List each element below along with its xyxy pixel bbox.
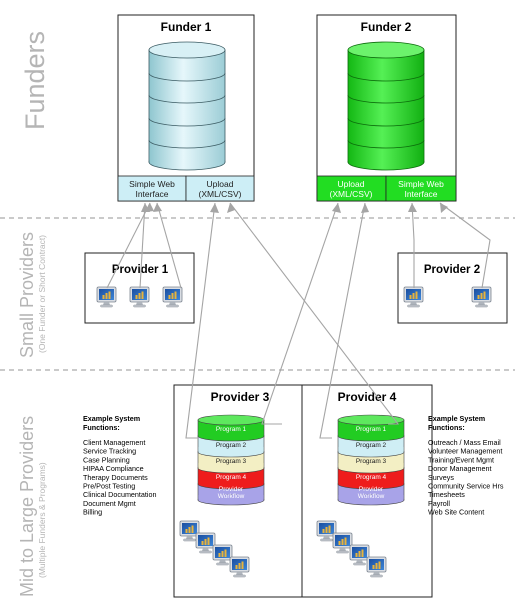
right_functions-item: Web Site Content: [428, 508, 484, 517]
provider4-program-label-1: Program 1: [356, 426, 387, 433]
right_functions-item: Volunteer Management: [428, 447, 502, 456]
provider-2-box: Provider 2: [397, 252, 508, 324]
funder-2-title: Funder 2: [361, 20, 412, 34]
right_functions-heading-2: Functions:: [428, 423, 465, 432]
provider-4-program-stack: Program 1 Program 2 Program 3 Program 4 Prov…: [337, 414, 405, 506]
left_functions-item: Client Management: [83, 438, 145, 447]
provider3-program-label-3: Program 3: [216, 458, 247, 465]
provider3-workflow-label-2: Workflow: [218, 493, 245, 500]
provider-3-program-stack: Program 1 Program 2 Program 3 Program 4 Prov…: [197, 414, 265, 506]
arrowhead-icon: [332, 203, 341, 213]
funder-1-box: Funder 1 Simple Web Interface Upload (XM…: [117, 14, 255, 202]
arrow-p2-b-to-funder2-web: [439, 202, 491, 289]
left_functions-item: Clinical Documentation: [83, 490, 157, 499]
arrow-p1-b-to-funder1-web: [139, 202, 146, 289]
arrowhead-icon: [227, 203, 235, 213]
arrowhead-icon: [440, 203, 448, 213]
provider3-stack-top: [197, 414, 265, 426]
small-providers-section-sublabel: (One Funder or Short Contract): [37, 235, 47, 353]
arrow-p1-a-to-funder1-web: [106, 202, 151, 289]
funder-1-upload-label-2: (XML/CSV): [199, 189, 242, 199]
provider4-program-label-2: Program 2: [356, 442, 387, 449]
right_functions-item: Training/Event Mgmt: [428, 455, 494, 464]
provider-1-box: Provider 1: [84, 252, 195, 324]
arrowhead-icon: [210, 203, 219, 213]
funder-1-database-icon: [148, 41, 226, 171]
provider-1-title: Provider 1: [112, 264, 169, 276]
arrowhead-icon: [361, 203, 369, 213]
funder-1-web-interface-label-2: Interface: [135, 189, 168, 199]
provider-2-title: Provider 2: [424, 264, 480, 276]
right_functions-item: Surveys: [428, 473, 454, 482]
right_functions-item: Outreach / Mass Email: [428, 438, 501, 447]
provider3-program-label-2: Program 2: [216, 442, 247, 449]
right_functions-item: Timesheets: [428, 490, 465, 499]
provider-3-title: Provider 3: [211, 390, 270, 404]
funders-section-label: Funders: [20, 31, 50, 130]
arrow-p2-a-to-funder2-web: [411, 202, 415, 288]
funder-2-web-interface-label-2: Interface: [404, 189, 437, 199]
funder-2-database-icon: [347, 41, 425, 171]
left_functions-item: Case Planning: [83, 455, 130, 464]
left_functions-heading-2: Functions:: [83, 423, 120, 432]
arrowhead-icon: [153, 203, 162, 212]
arrow-p1-c-to-funder1-web: [156, 202, 182, 289]
provider4-program-label-3: Program 3: [356, 458, 387, 465]
large-providers-section-sublabel: (Multiple Funders & Programs): [37, 462, 47, 578]
provider3-program-label-4: Program 4: [216, 474, 247, 481]
arrow-p3-to-funder2-upload: [261, 202, 339, 425]
large-providers-section-label: Mid to Large Providers: [17, 416, 37, 597]
arrow-p4-to-funder2-upload: [319, 202, 366, 439]
right_functions-item: Donor Management: [428, 464, 492, 473]
arrow-p3-to-funder1-upload: [185, 202, 216, 439]
connector-arrows: [106, 202, 491, 439]
provider4-workflow-label-1: Provider: [359, 486, 384, 493]
arrowhead-icon: [141, 203, 150, 212]
left_functions-heading-1: Example System: [83, 414, 140, 423]
funder-1-web-interface-label: Simple Web: [129, 179, 175, 189]
provider-4-title: Provider 4: [338, 390, 397, 404]
arrow-p4-to-funder1-upload: [229, 202, 400, 425]
provider4-stack-top: [337, 414, 405, 426]
left_functions-item: Therapy Documents: [83, 473, 148, 482]
provider4-program-label-4: Program 4: [356, 474, 387, 481]
funder-2-web-interface-label: Simple Web: [398, 179, 444, 189]
funder-2-upload-label-2: (XML/CSV): [330, 189, 373, 199]
small-providers-section-label: Small Providers: [17, 232, 37, 358]
left_functions-item: Billing: [83, 508, 102, 517]
right_functions-item: Community Service Hrs: [428, 482, 504, 491]
funder-1-title: Funder 1: [161, 20, 212, 34]
left_functions-item: Document Mgmt: [83, 499, 136, 508]
right_functions-item: Payroll: [428, 499, 450, 508]
left_functions-item: Service Tracking: [83, 447, 136, 456]
arrowheads: [141, 203, 448, 213]
right_functions-heading-1: Example System: [428, 414, 485, 423]
provider4-workflow-label-2: Workflow: [358, 493, 385, 500]
provider3-program-label-1: Program 1: [216, 426, 247, 433]
funder-2-upload-label: Upload: [338, 179, 365, 189]
left_functions-item: HIPAA Compliance: [83, 464, 144, 473]
funder-2-box: Funder 2 Upload (XML/CSV) Simple Web Int…: [316, 14, 457, 202]
left_functions-item: Pre/Post Testing: [83, 482, 135, 491]
provider3-workflow-label-1: Provider: [219, 486, 244, 493]
funder-1-upload-label: Upload: [207, 179, 234, 189]
arrowhead-icon: [408, 203, 417, 212]
